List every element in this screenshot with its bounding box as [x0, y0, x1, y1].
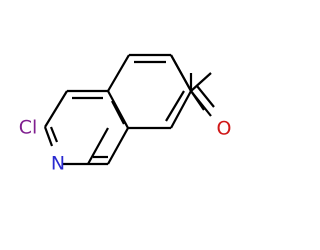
nitrogen-label: N [51, 153, 65, 175]
bond-c7-c8 [170, 90, 192, 129]
bond-c1-c8a [87, 127, 109, 165]
bond-carbonyl-oxygen [190, 90, 212, 117]
bond-c4a-c8a-double [111, 100, 125, 125]
chlorine-label: Cl [19, 117, 38, 139]
bond-carbonyl-up [190, 72, 212, 92]
bond-c3-c4 [44, 90, 68, 128]
bond-carbonyl-oxygen-double [196, 85, 215, 108]
oxygen-label: O [217, 118, 232, 140]
bond-c4a-c8a [107, 90, 129, 129]
molecule-diagram: Cl N O [19, 53, 232, 175]
bond-c7-c8-double [165, 90, 185, 122]
structure-canvas: Cl N O [18, 53, 232, 175]
bond-c8a-c1 [107, 127, 129, 165]
bond-c3-n2-double [49, 126, 59, 143]
bond-c4a-c5 [107, 54, 130, 92]
bond-c3-n2 [43, 126, 54, 147]
bond-c6-carbonyl [170, 54, 192, 92]
